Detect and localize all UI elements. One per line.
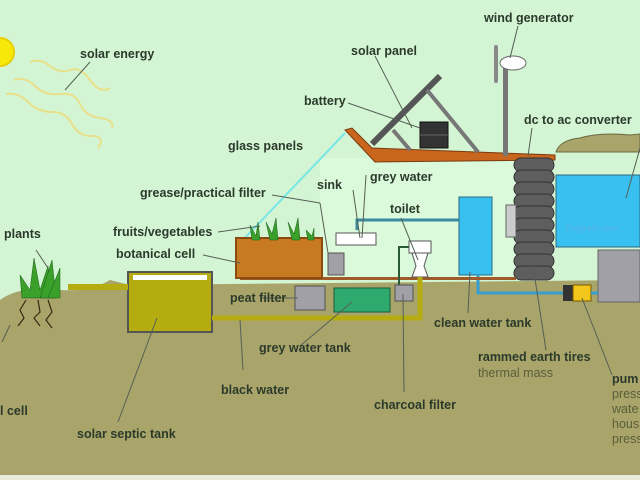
panel-support-1 (425, 88, 480, 154)
watermark: ©iagram.com (565, 223, 619, 233)
label-pump-desc-4: press (612, 432, 640, 446)
leader-lines (1, 25, 640, 423)
clean-water-tank-icon (458, 196, 493, 276)
label-solar-energy: solar energy (80, 47, 155, 61)
label-pump: pum (612, 372, 639, 386)
label-plants: plants (4, 227, 41, 241)
label-battery: battery (304, 94, 346, 108)
label-pump-desc-1: press (612, 387, 640, 401)
label-pump-desc-2: wate (612, 402, 639, 416)
wind-blade-icon (494, 45, 498, 83)
label-dc-to-ac-converter: dc to ac converter (524, 113, 632, 127)
solar-energy-leader (64, 61, 91, 91)
plants-icon (19, 257, 61, 299)
solar-rays (5, 59, 114, 149)
label-charcoal-filter: charcoal filter (374, 398, 456, 412)
label-solar-septic-tank: solar septic tank (77, 427, 176, 441)
grease-filter-icon (327, 252, 345, 276)
black-water-pipe (212, 277, 423, 321)
wind-generator-icon (499, 55, 527, 71)
sink-icon (335, 232, 377, 246)
septic-tank-icon (127, 271, 213, 333)
converter-icon (505, 204, 517, 238)
solar-panel-icon (369, 73, 443, 147)
clean-water-pipe (476, 275, 563, 295)
label-sink: sink (317, 178, 343, 192)
label-black-water: black water (221, 383, 290, 397)
septic-tank-lid (133, 275, 207, 280)
label-botanical-cell-left: l cell (0, 404, 28, 418)
house-floor (240, 277, 516, 280)
panel-support-2 (391, 128, 412, 152)
label-botanical-cell: botanical cell (116, 247, 196, 261)
charcoal-filter-icon (394, 284, 414, 302)
glass-panel (242, 132, 346, 241)
cistern (555, 174, 640, 248)
pump-icon (563, 285, 573, 301)
bottom-border (0, 475, 640, 480)
pressure-tank (597, 249, 640, 303)
roof (344, 127, 556, 163)
grey-water-tank-icon (333, 287, 391, 313)
label-rammed-earth-tires: rammed earth tires (478, 350, 591, 364)
label-pump-desc-3: hous (612, 417, 640, 431)
toilet-supply-pipe (398, 246, 409, 285)
rammed-earth-tires (513, 157, 555, 281)
wind-tower (503, 68, 508, 156)
toilet-bowl (411, 252, 429, 278)
botanical-cell-icon (235, 237, 323, 279)
label-clean-water-tank: clean water tank (434, 316, 532, 330)
label-fruits-vegetables: fruits/vegetables (113, 225, 213, 239)
label-toilet: toilet (390, 202, 420, 216)
label-peat-filter: peat filter (230, 291, 287, 305)
label-wind-generator: wind generator (484, 11, 574, 25)
label-thermal-mass: thermal mass (478, 366, 554, 380)
label-glass-panels: glass panels (228, 139, 304, 153)
label-grey-water-tank: grey water tank (259, 341, 351, 355)
roots-icon (17, 299, 53, 329)
label-solar-panel: solar panel (351, 44, 417, 58)
peat-filter-icon (294, 285, 326, 311)
right-mound (555, 133, 640, 153)
sun-icon (0, 37, 15, 67)
label-grease-filter: grease/practical filter (140, 186, 266, 200)
label-grey-water: grey water (370, 170, 433, 184)
